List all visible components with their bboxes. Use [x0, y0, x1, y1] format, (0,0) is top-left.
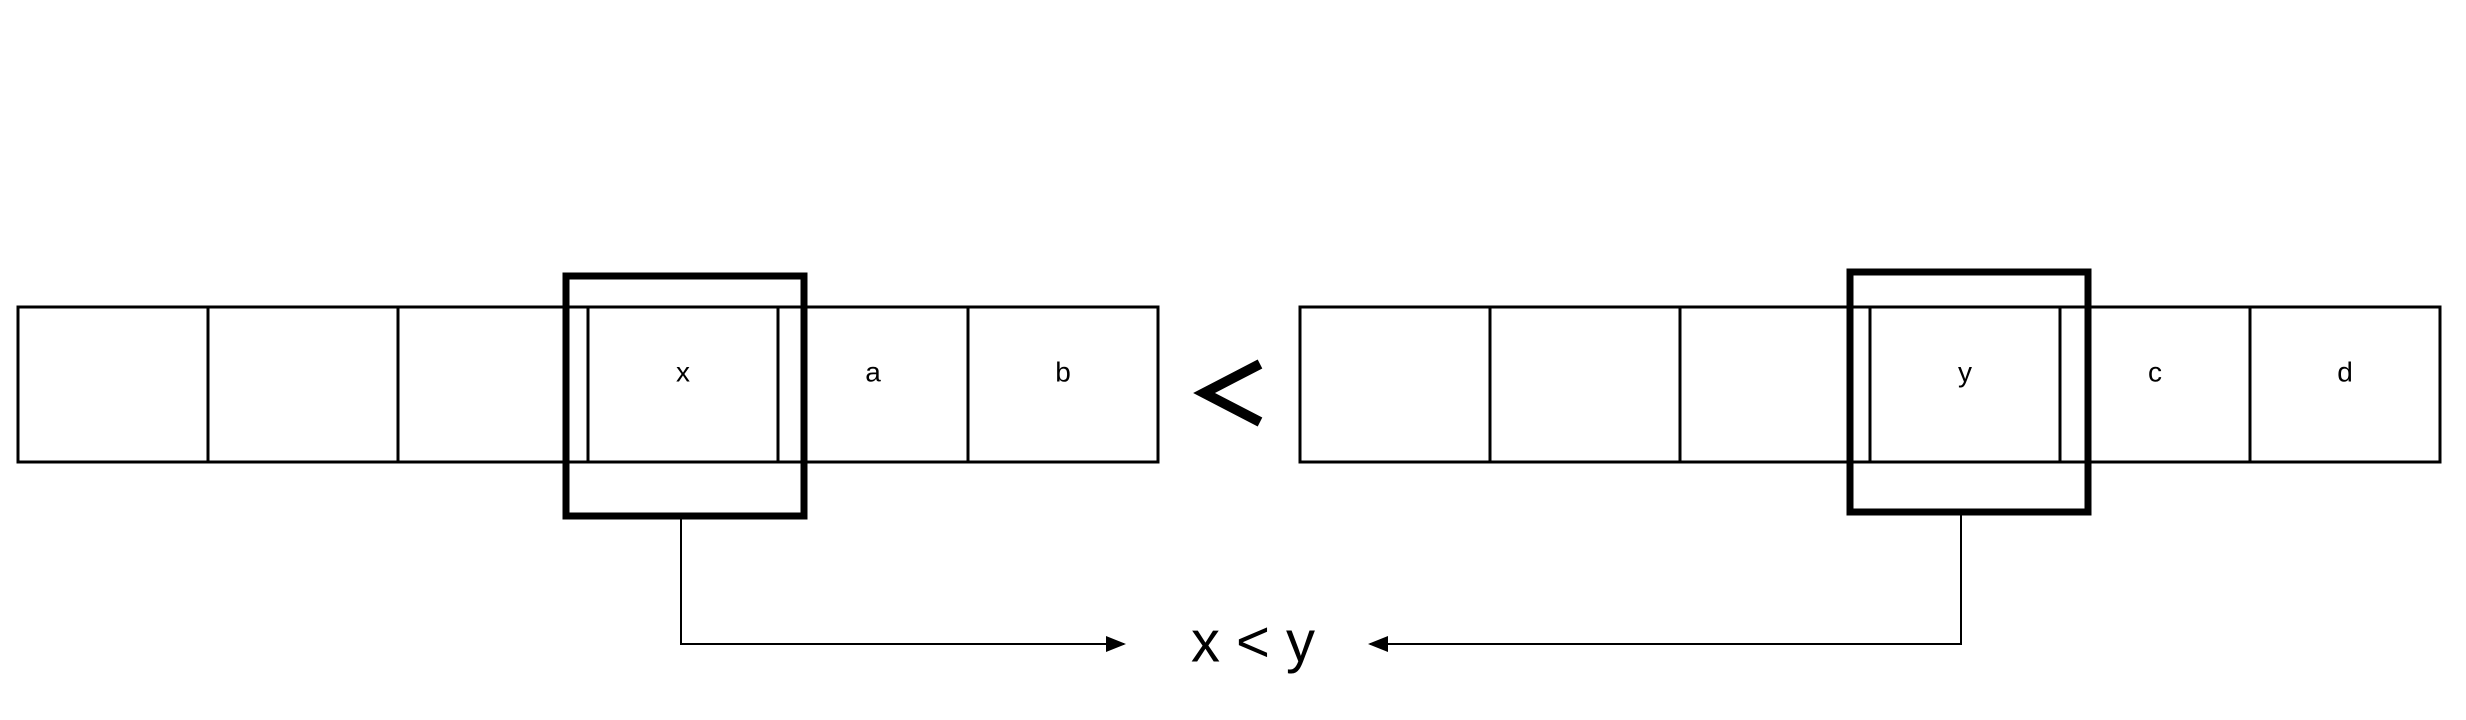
right-cell-3 [1678, 305, 1872, 464]
left-cell-1 [16, 305, 210, 464]
left-cell-3 [396, 305, 590, 464]
less-than-symbol [1193, 359, 1263, 427]
left-cell-2 [206, 305, 400, 464]
right-cell-c: c [2058, 305, 2252, 464]
right-cell-2 [1488, 305, 1682, 464]
left-cell-b: b [966, 305, 1160, 464]
left-cell-a: a [776, 305, 970, 464]
right-cell-1 [1298, 305, 1492, 464]
right-cell-d: d [2248, 305, 2442, 464]
left-cell-x: x [586, 305, 780, 464]
left-cell-b-label: b [1055, 356, 1071, 387]
right-connector-arrow [1368, 512, 1962, 652]
right-cell-y-label: y [1958, 356, 1972, 387]
left-cell-a-label: a [865, 356, 881, 387]
right-highlight-box [1846, 268, 2092, 516]
comparison-result: x < y [1191, 609, 1315, 674]
right-cell-c-label: c [2148, 356, 2162, 387]
left-cell-x-label: x [676, 356, 690, 387]
left-sequence: x a b [16, 272, 1160, 520]
left-connector-arrow [680, 516, 1126, 652]
right-cell-d-label: d [2337, 356, 2353, 387]
right-cell-y: y [1868, 305, 2062, 464]
left-highlight-box [562, 272, 808, 520]
right-sequence: y c d [1298, 268, 2442, 516]
